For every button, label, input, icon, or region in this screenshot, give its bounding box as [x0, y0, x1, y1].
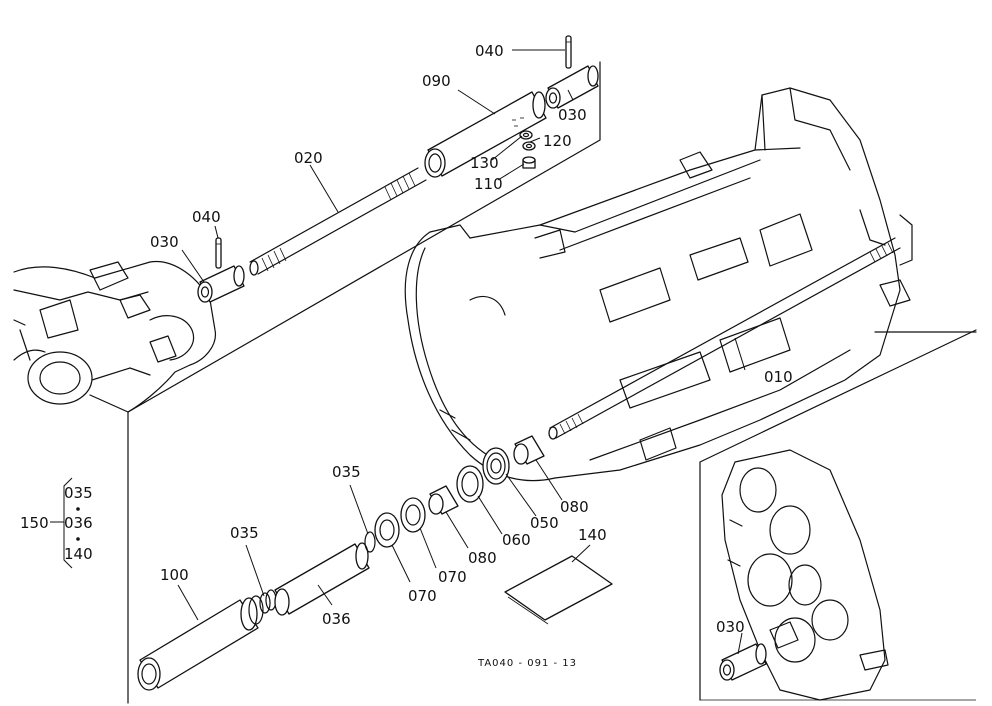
part-080-collar-a — [428, 485, 459, 515]
part-080-collar-b — [513, 435, 545, 465]
part-030-bushing-lower — [719, 621, 799, 681]
kit-labels: 150 035 036 140 — [20, 484, 93, 563]
part-100-pipe — [137, 595, 264, 691]
label-060: 060 — [502, 531, 531, 549]
transmission-housing — [404, 87, 913, 482]
part-070-seal-b — [400, 497, 426, 533]
part-050-bearing — [482, 447, 510, 485]
part-036-pipe — [274, 542, 370, 616]
adjacent-housing-left — [13, 260, 217, 413]
part-130-washer — [519, 130, 533, 140]
label-100: 100 — [160, 566, 189, 584]
label-080-right: 080 — [560, 498, 589, 516]
part-070-seal-a — [374, 512, 400, 548]
part-040-pin-right — [565, 35, 572, 69]
part-010-main-shaft — [548, 237, 901, 440]
part-040-pin-left — [215, 237, 222, 269]
part-120-nut — [522, 141, 536, 151]
cut-plane-lines — [89, 61, 977, 704]
kit-item-2: 036 — [64, 514, 93, 532]
label-050: 050 — [530, 514, 559, 532]
part-030-bushing-left — [197, 265, 245, 303]
part-labels: 040 090 030 120 130 110 020 040 030 010 … — [150, 42, 793, 636]
label-070-upper: 070 — [438, 568, 467, 586]
label-040-right: 040 — [475, 42, 504, 60]
label-035-lower: 035 — [230, 524, 259, 542]
part-090-pipe — [424, 91, 547, 178]
label-010: 010 — [764, 368, 793, 386]
part-060-bearing — [456, 465, 484, 503]
label-020: 020 — [294, 149, 323, 167]
label-040-left: 040 — [192, 208, 221, 226]
label-070-lower: 070 — [408, 587, 437, 605]
rear-cover-housing — [721, 449, 889, 701]
kit-number: 150 — [20, 514, 49, 532]
leader-lines — [177, 49, 746, 655]
part-020-shaft — [249, 167, 427, 276]
label-080-left: 080 — [468, 549, 497, 567]
label-120: 120 — [543, 132, 572, 150]
part-030-bushing-right — [545, 65, 599, 109]
label-130: 130 — [470, 154, 499, 172]
part-035-oring-upper — [364, 531, 376, 553]
part-140-sheet — [504, 555, 613, 625]
label-110: 110 — [474, 175, 503, 193]
drawing-code: TA040 - 091 - 13 — [477, 658, 577, 669]
label-030-lower: 030 — [716, 618, 745, 636]
label-030-right: 030 — [558, 106, 587, 124]
label-030-left: 030 — [150, 233, 179, 251]
kit-bracket — [50, 477, 80, 569]
label-036: 036 — [322, 610, 351, 628]
label-090: 090 — [422, 72, 451, 90]
part-110-bolt — [522, 156, 536, 169]
label-140: 140 — [578, 526, 607, 544]
kit-item-3: 140 — [64, 545, 93, 563]
kit-item-1: 035 — [64, 484, 93, 502]
label-035-upper: 035 — [332, 463, 361, 481]
